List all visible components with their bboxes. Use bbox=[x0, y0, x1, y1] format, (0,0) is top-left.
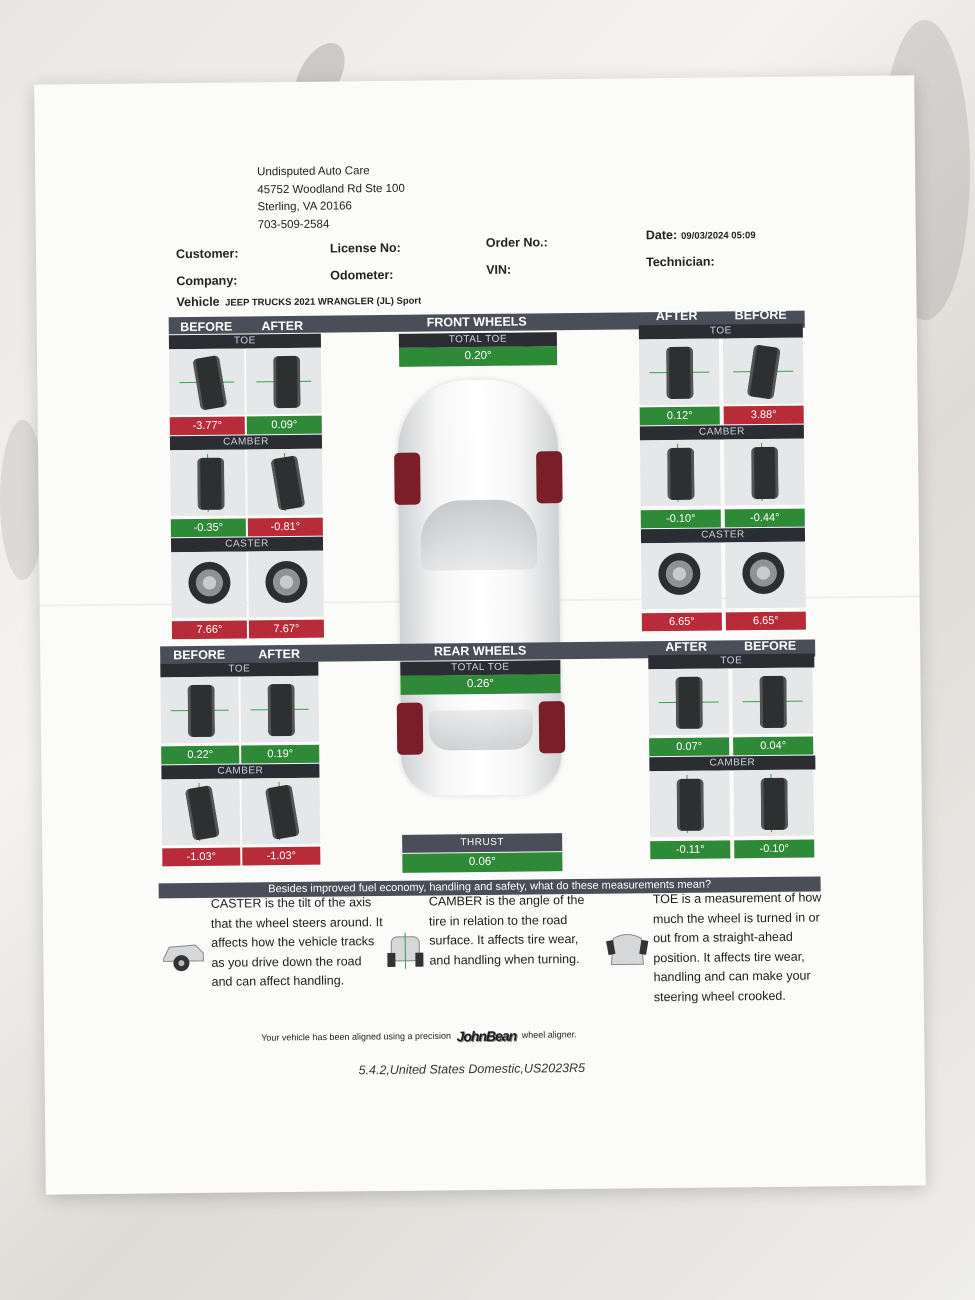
date-label: Date: bbox=[645, 227, 678, 243]
rear-left-toe-before-diagram bbox=[160, 676, 240, 744]
rear-right-toe-after-value: 0.07° bbox=[649, 737, 730, 757]
front-right-after-header: AFTER bbox=[655, 308, 698, 324]
rear-right-camber-before-diagram bbox=[733, 769, 815, 837]
front-left-caster-before-diagram bbox=[171, 551, 247, 619]
rear-total-toe-value: 0.26° bbox=[400, 674, 561, 695]
front-right-caster-after-diagram bbox=[641, 542, 722, 610]
rear-left-toe-after-value: 0.19° bbox=[241, 744, 320, 764]
front-wheels-title: FRONT WHEELS bbox=[426, 314, 527, 330]
caster-explanation: CASTER is the tilt of the axis that the … bbox=[210, 895, 383, 989]
shop-address-1: 45752 Woodland Rd Ste 100 bbox=[257, 182, 405, 196]
camber-car-icon bbox=[387, 932, 424, 969]
shop-info: Undisputed Auto Care 45752 Woodland Rd S… bbox=[257, 163, 405, 235]
technician-label: Technician: bbox=[646, 254, 715, 270]
front-right-camber-after-value: -0.10° bbox=[640, 509, 721, 529]
vehicle-field: Vehicle JEEP TRUCKS 2021 WRANGLER (JL) S… bbox=[176, 293, 422, 310]
vehicle-top-view bbox=[394, 379, 566, 796]
thrust-value: 0.06° bbox=[402, 852, 563, 873]
front-right-camber-after-diagram bbox=[639, 439, 721, 507]
rear-right-camber-before-value: -0.10° bbox=[734, 839, 815, 859]
rear-right-toe-after-diagram bbox=[648, 668, 730, 736]
front-left-toe-before-diagram bbox=[168, 348, 245, 416]
front-right-caster-before-value: 6.65° bbox=[725, 611, 806, 631]
front-left-after-header: AFTER bbox=[261, 318, 304, 334]
date-field: Date:09/03/2024 05:09 bbox=[646, 227, 756, 242]
toe-explanation: TOE is a measurement of how much the whe… bbox=[652, 890, 822, 1004]
front-right-camber-before-diagram bbox=[723, 438, 805, 506]
rear-right-camber-after-diagram bbox=[649, 770, 731, 838]
vin-label: VIN: bbox=[486, 262, 512, 277]
front-right-toe-before-diagram bbox=[722, 337, 804, 405]
front-left-caster-after-diagram bbox=[248, 550, 324, 618]
caster-car-icon bbox=[162, 944, 204, 972]
toe-car-icon bbox=[606, 933, 649, 966]
front-right-toe-before-value: 3.88° bbox=[723, 405, 804, 425]
front-left-tire-marker bbox=[394, 452, 421, 505]
front-left-camber-after-diagram bbox=[247, 448, 323, 516]
company-label: Company: bbox=[176, 273, 238, 289]
front-right-caster-before-diagram bbox=[725, 541, 806, 609]
odometer-label: Odometer: bbox=[330, 267, 394, 283]
rear-right-camber-after-value: -0.11° bbox=[650, 840, 731, 860]
rear-left-camber-after-value: -1.03° bbox=[242, 846, 321, 866]
front-left-toe-after-diagram bbox=[245, 347, 322, 415]
rear-left-camber-before-value: -1.03° bbox=[162, 847, 241, 867]
front-left-toe-after-value: 0.09° bbox=[246, 415, 322, 435]
alignment-report-paper: Undisputed Auto Care 45752 Woodland Rd S… bbox=[34, 75, 926, 1195]
rear-left-camber-after-diagram bbox=[241, 777, 321, 845]
rear-left-toe-before-value: 0.22° bbox=[161, 745, 240, 765]
rear-right-tire-marker bbox=[538, 701, 566, 754]
date-value: 09/03/2024 05:09 bbox=[681, 230, 756, 242]
aligner-credit: Your vehicle has been aligned using a pr… bbox=[261, 1027, 577, 1046]
front-right-before-header: BEFORE bbox=[734, 307, 787, 323]
front-left-caster-before-value: 7.66° bbox=[171, 620, 248, 640]
shop-phone: 703-509-2584 bbox=[257, 218, 330, 231]
front-left-camber-after-value: -0.81° bbox=[247, 517, 323, 537]
vehicle-value: JEEP TRUCKS 2021 WRANGLER (JL) Sport bbox=[225, 295, 422, 309]
rear-left-toe-after-diagram bbox=[240, 675, 320, 743]
order-label: Order No.: bbox=[485, 235, 548, 250]
front-left-camber-before-diagram bbox=[170, 449, 246, 517]
aligner-credit-pre: Your vehicle has been aligned using a pr… bbox=[261, 1030, 452, 1043]
camber-explanation: CAMBER is the angle of the tire in relat… bbox=[428, 892, 585, 968]
customer-label: Customer: bbox=[175, 246, 239, 262]
front-right-tire-marker bbox=[536, 451, 563, 504]
rear-right-toe-before-value: 0.04° bbox=[733, 736, 814, 756]
front-left-caster-after-value: 7.67° bbox=[248, 619, 325, 639]
rear-right-toe-before-diagram bbox=[732, 667, 814, 735]
license-label: License No: bbox=[329, 240, 401, 256]
front-left-before-header: BEFORE bbox=[180, 319, 233, 335]
software-version: 5.4.2,United States Domestic,US2023R5 bbox=[358, 1060, 586, 1078]
front-left-toe-before-value: -3.77° bbox=[169, 416, 245, 436]
front-right-caster-after-value: 6.65° bbox=[641, 612, 722, 632]
vehicle-label: Vehicle bbox=[176, 294, 220, 310]
shop-name: Undisputed Auto Care bbox=[257, 165, 370, 179]
shop-address-2: Sterling, VA 20166 bbox=[257, 200, 352, 214]
rear-wheels-title: REAR WHEELS bbox=[433, 643, 527, 659]
aligner-credit-post: wheel aligner. bbox=[521, 1029, 577, 1040]
rear-left-tire-marker bbox=[396, 702, 424, 755]
front-right-toe-after-diagram bbox=[638, 338, 720, 406]
front-right-camber-before-value: -0.44° bbox=[724, 508, 805, 528]
front-right-toe-after-value: 0.12° bbox=[639, 406, 720, 426]
thrust-label: THRUST bbox=[402, 833, 563, 853]
front-total-toe-value: 0.20° bbox=[398, 346, 558, 367]
rear-left-camber-before-diagram bbox=[161, 778, 241, 846]
front-left-camber-before-value: -0.35° bbox=[170, 518, 246, 538]
johnbean-logo: JohnBean bbox=[456, 1027, 517, 1045]
